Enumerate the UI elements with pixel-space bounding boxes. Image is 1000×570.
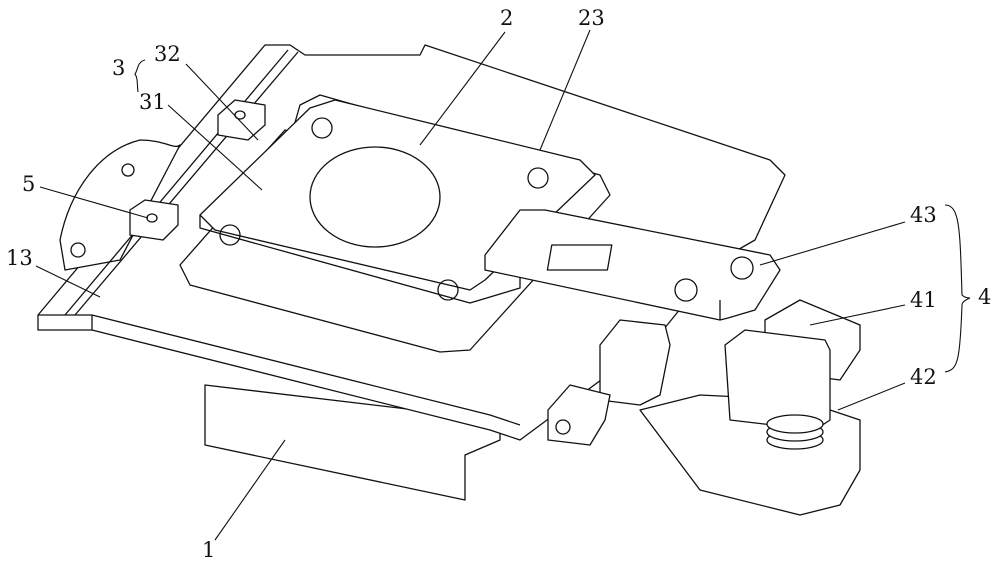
stop-block — [129, 199, 179, 241]
clamp-slider — [484, 209, 781, 321]
label-spring: 42 — [910, 365, 937, 389]
label-guide-assembly: 3 — [112, 56, 126, 80]
slider-guide — [599, 319, 671, 406]
label-plate-recess: 23 — [578, 6, 605, 30]
label-side-rail: 13 — [6, 246, 33, 270]
spring — [766, 414, 824, 450]
label-guide-block: 32 — [154, 42, 181, 66]
label-base: 1 — [202, 538, 216, 562]
label-guide-rail: 31 — [139, 90, 166, 114]
label-clamp-slider: 43 — [910, 203, 937, 227]
label-clamp-head: 41 — [910, 288, 937, 312]
left-ear — [59, 139, 181, 271]
label-carrier-plate: 2 — [500, 6, 514, 30]
clamp-head — [724, 329, 831, 431]
label-clamp-assembly: 4 — [978, 285, 992, 309]
leader-lines — [35, 29, 971, 541]
slider-end-block — [547, 384, 611, 446]
center-hole — [309, 146, 441, 248]
label-stop-block: 5 — [22, 172, 36, 196]
